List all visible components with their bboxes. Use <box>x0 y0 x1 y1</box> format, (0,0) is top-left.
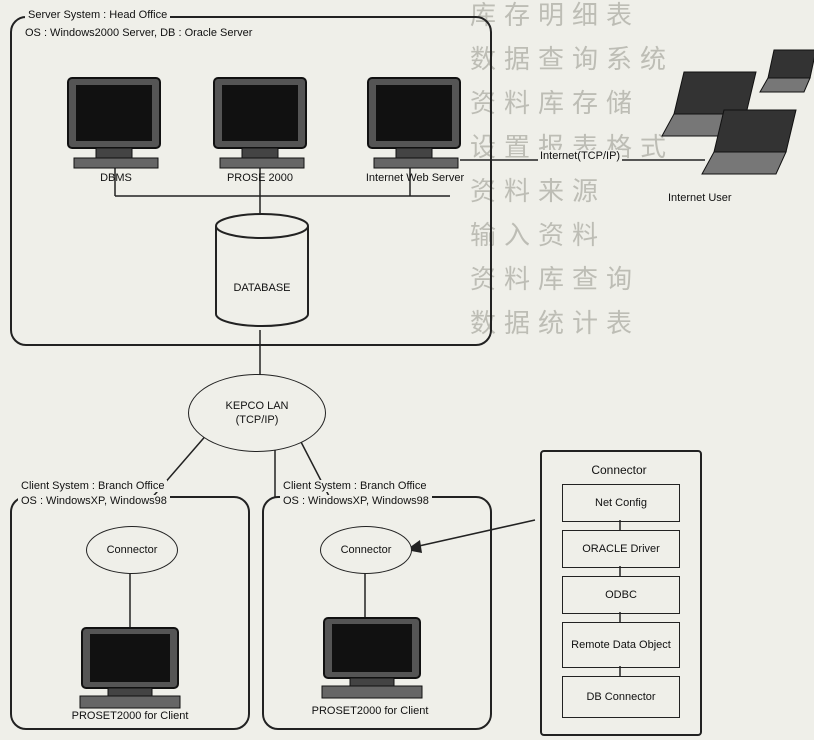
prose-server-label: PROSE 2000 <box>226 172 294 184</box>
connector-stack-title: Connector <box>591 463 647 477</box>
laptop-icon <box>759 49 814 93</box>
prose-server-computer-icon <box>213 77 307 169</box>
client2-os: OS : WindowsXP, Windows98 <box>280 495 432 507</box>
client1-connector-label: Connector <box>106 544 158 556</box>
internet-link-label: Internet(TCP/IP) <box>538 150 623 162</box>
client1-title: Client System : Branch Office <box>18 480 168 492</box>
server-os: OS : Windows2000 Server, DB : Oracle Ser… <box>25 27 253 39</box>
client2-pc-label: PROSET2000 for Client <box>311 705 429 717</box>
stack-layer-odbc: ODBC <box>562 576 680 614</box>
stack-layer-net-config: Net Config <box>562 484 680 522</box>
dbms-computer-icon <box>67 77 161 169</box>
client2-connector-label: Connector <box>340 544 392 556</box>
client1-computer-icon <box>79 627 181 709</box>
client2-computer-icon <box>321 617 423 699</box>
web-server-label: Internet Web Server <box>365 172 465 184</box>
stack-layer-remote-data-object: Remote Data Object <box>562 622 680 668</box>
stack-layer-oracle-driver: ORACLE Driver <box>562 530 680 568</box>
kepco-lan-node: KEPCO LAN (TCP/IP) <box>188 374 326 452</box>
client2-connector-node: Connector <box>320 526 412 574</box>
database-label: DATABASE <box>233 282 291 294</box>
internet-user-label: Internet User <box>668 192 732 204</box>
client1-connector-node: Connector <box>86 526 178 574</box>
client1-os: OS : WindowsXP, Windows98 <box>18 495 170 507</box>
server-system-box <box>10 16 492 346</box>
dbms-label: DBMS <box>100 172 132 184</box>
lan-label-line1: KEPCO LAN <box>225 400 289 412</box>
database-cylinder-icon <box>215 213 309 327</box>
connector-stack-box <box>540 450 702 736</box>
client2-title: Client System : Branch Office <box>280 480 430 492</box>
lan-label-line2: (TCP/IP) <box>235 414 279 426</box>
client1-pc-label: PROSET2000 for Client <box>71 710 189 722</box>
web-server-computer-icon <box>367 77 461 169</box>
stack-layer-db-connector: DB Connector <box>562 676 680 718</box>
laptop-icon <box>701 109 797 175</box>
server-title: Server System : Head Office <box>25 9 171 21</box>
